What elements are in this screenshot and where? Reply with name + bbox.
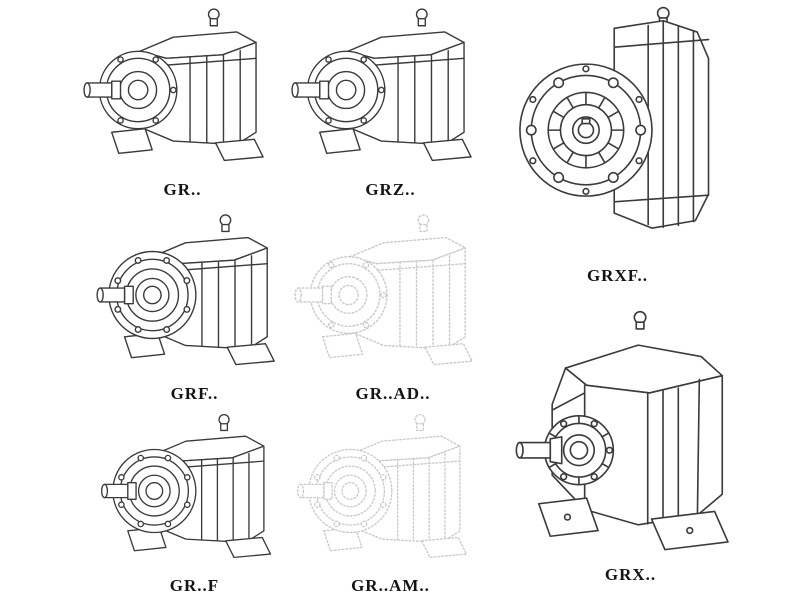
gearbox-drawing-grx: [492, 305, 770, 563]
gearbox-drawing-grf: [86, 208, 304, 382]
figure-label-grf: GRF..: [170, 384, 219, 403]
figure-label-gr: GR..: [163, 180, 202, 199]
figure-label-gr-f: GR..F: [169, 576, 220, 595]
figure-grf: GRF..: [82, 208, 307, 406]
gearbox-drawing-grz: [289, 2, 493, 178]
figure-label-grz: GRZ..: [365, 180, 416, 199]
figure-grz: GRZ..: [288, 2, 493, 202]
figure-gr: GR..: [70, 2, 295, 202]
figure-gr-ad: GR..AD..: [288, 208, 498, 406]
gearbox-drawing-gr: [74, 2, 292, 178]
figure-gr-f: GR..F: [82, 408, 307, 598]
gearbox-drawing-grxf: [504, 0, 732, 264]
figure-gr-am: GR..AM..: [288, 408, 493, 598]
gearbox-drawing-gr-f: [88, 408, 302, 574]
figure-grxf: GRXF..: [500, 0, 735, 302]
gearbox-drawing-gr-ad: [290, 208, 496, 382]
figure-label-grxf: GRXF..: [586, 266, 649, 285]
figure-label-gr-ad: GR..AD..: [355, 384, 431, 403]
figure-label-grx: GRX..: [604, 565, 657, 584]
figure-label-gr-am: GR..AM..: [351, 576, 430, 595]
gearbox-drawing-gr-am: [291, 408, 491, 574]
figure-grx: GRX..: [488, 305, 773, 597]
